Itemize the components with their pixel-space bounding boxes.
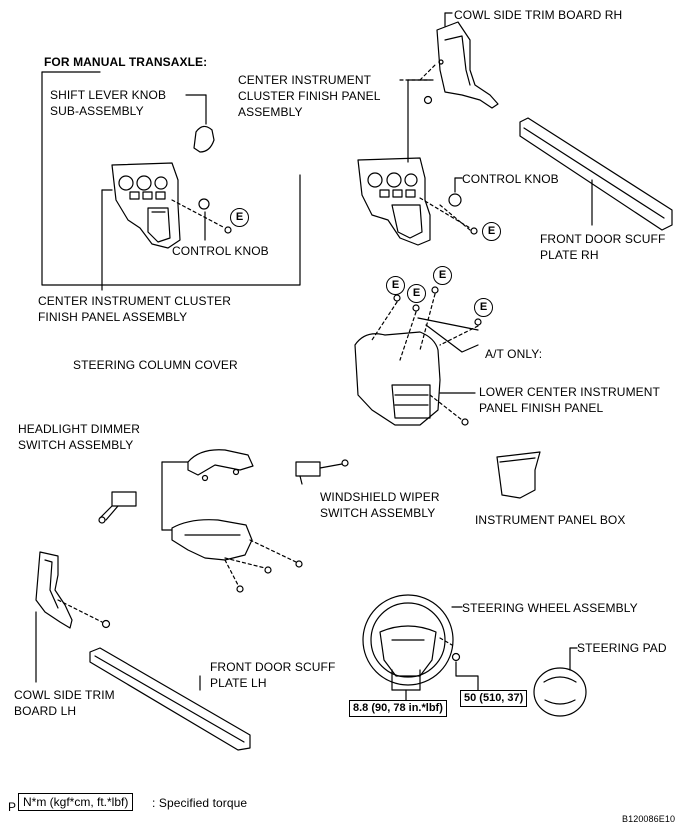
lower-center-panel-part	[354, 331, 441, 426]
front-door-scuff-plate-lh	[89, 647, 251, 751]
label-center-panel-line3: ASSEMBLY	[238, 105, 303, 119]
label-headlight-line1: HEADLIGHT DIMMER	[18, 422, 141, 436]
e-clip-marker: E	[386, 276, 405, 295]
cowl-side-trim-board-rh	[423, 21, 499, 109]
instrument-panel-box-part	[496, 451, 541, 499]
steering-wheel-part	[362, 594, 454, 686]
center-cluster-panel-manual	[111, 162, 181, 249]
cowl-side-trim-board-lh	[35, 551, 111, 629]
label-headlight-line2: SWITCH ASSEMBLY	[18, 438, 134, 452]
corner-letter: P	[8, 800, 17, 814]
torque-wheel-small: 8.8 (90, 78 in.*lbf)	[349, 700, 447, 717]
label-scuff-lh-line1: FRONT DOOR SCUFF	[210, 660, 336, 674]
label-cowl-side-trim-rh: COWL SIDE TRIM BOARD RH	[454, 8, 623, 22]
e-clip-marker: E	[474, 298, 493, 317]
shift-knob-part	[193, 125, 215, 153]
label-center-panel-line2: CLUSTER FINISH PANEL	[238, 89, 381, 103]
label-control-knob-left: CONTROL KNOB	[172, 244, 269, 258]
label-wiper-line1: WINDSHIELD WIPER	[320, 490, 440, 504]
label-cowl-lh-line2: BOARD LH	[14, 704, 77, 718]
label-wiper-line2: SWITCH ASSEMBLY	[320, 506, 436, 520]
label-lower-panel-line1: LOWER CENTER INSTRUMENT	[479, 385, 660, 399]
e-clip-marker: E	[407, 284, 426, 303]
label-instrument-panel-box: INSTRUMENT PANEL BOX	[475, 513, 626, 527]
control-knob-right-part	[448, 193, 462, 207]
center-cluster-panel-right	[357, 157, 431, 246]
headlight-dimmer-switch-part	[98, 491, 137, 524]
label-center-panel-mt-line1: CENTER INSTRUMENT CLUSTER	[38, 294, 231, 308]
label-control-knob-right: CONTROL KNOB	[462, 172, 559, 186]
steering-column-cover-part	[171, 449, 254, 561]
upper-screws	[393, 286, 482, 326]
label-shift-knob-line2: SUB-ASSEMBLY	[50, 104, 144, 118]
steering-pad-part	[533, 667, 587, 717]
manual-transaxle-heading: FOR MANUAL TRANSAXLE:	[44, 55, 208, 69]
front-door-scuff-plate-rh	[519, 117, 673, 231]
label-steering-pad: STEERING PAD	[577, 641, 667, 655]
label-center-panel-line1: CENTER INSTRUMENT	[238, 73, 372, 87]
label-shift-knob-line1: SHIFT LEVER KNOB	[50, 88, 167, 102]
label-cowl-lh-line1: COWL SIDE TRIM	[14, 688, 115, 702]
label-scuff-rh-line1: FRONT DOOR SCUFF	[540, 232, 666, 246]
label-lower-panel-line2: PANEL FINISH PANEL	[479, 401, 604, 415]
figure-id: B120086E10	[622, 814, 676, 824]
e-clip-marker: E	[433, 266, 452, 285]
label-steering-column-cover: STEERING COLUMN COVER	[73, 358, 238, 372]
e-clip-marker: E	[230, 208, 249, 227]
label-steering-wheel: STEERING WHEEL ASSEMBLY	[462, 601, 638, 615]
label-center-panel-mt-line2: FINISH PANEL ASSEMBLY	[38, 310, 188, 324]
legend-torque-unit-box: N*m (kgf*cm, ft.*lbf)	[18, 793, 134, 811]
label-scuff-rh-line2: PLATE RH	[540, 248, 599, 262]
label-scuff-lh-line2: PLATE LH	[210, 676, 267, 690]
e-clip-marker: E	[482, 222, 501, 241]
windshield-wiper-switch-part	[295, 459, 349, 485]
torque-wheel-nut: 50 (510, 37)	[460, 690, 528, 707]
legend-text: : Specified torque	[152, 796, 248, 810]
manual-transaxle-bracket	[41, 71, 301, 286]
label-at-only: A/T ONLY:	[485, 347, 543, 361]
